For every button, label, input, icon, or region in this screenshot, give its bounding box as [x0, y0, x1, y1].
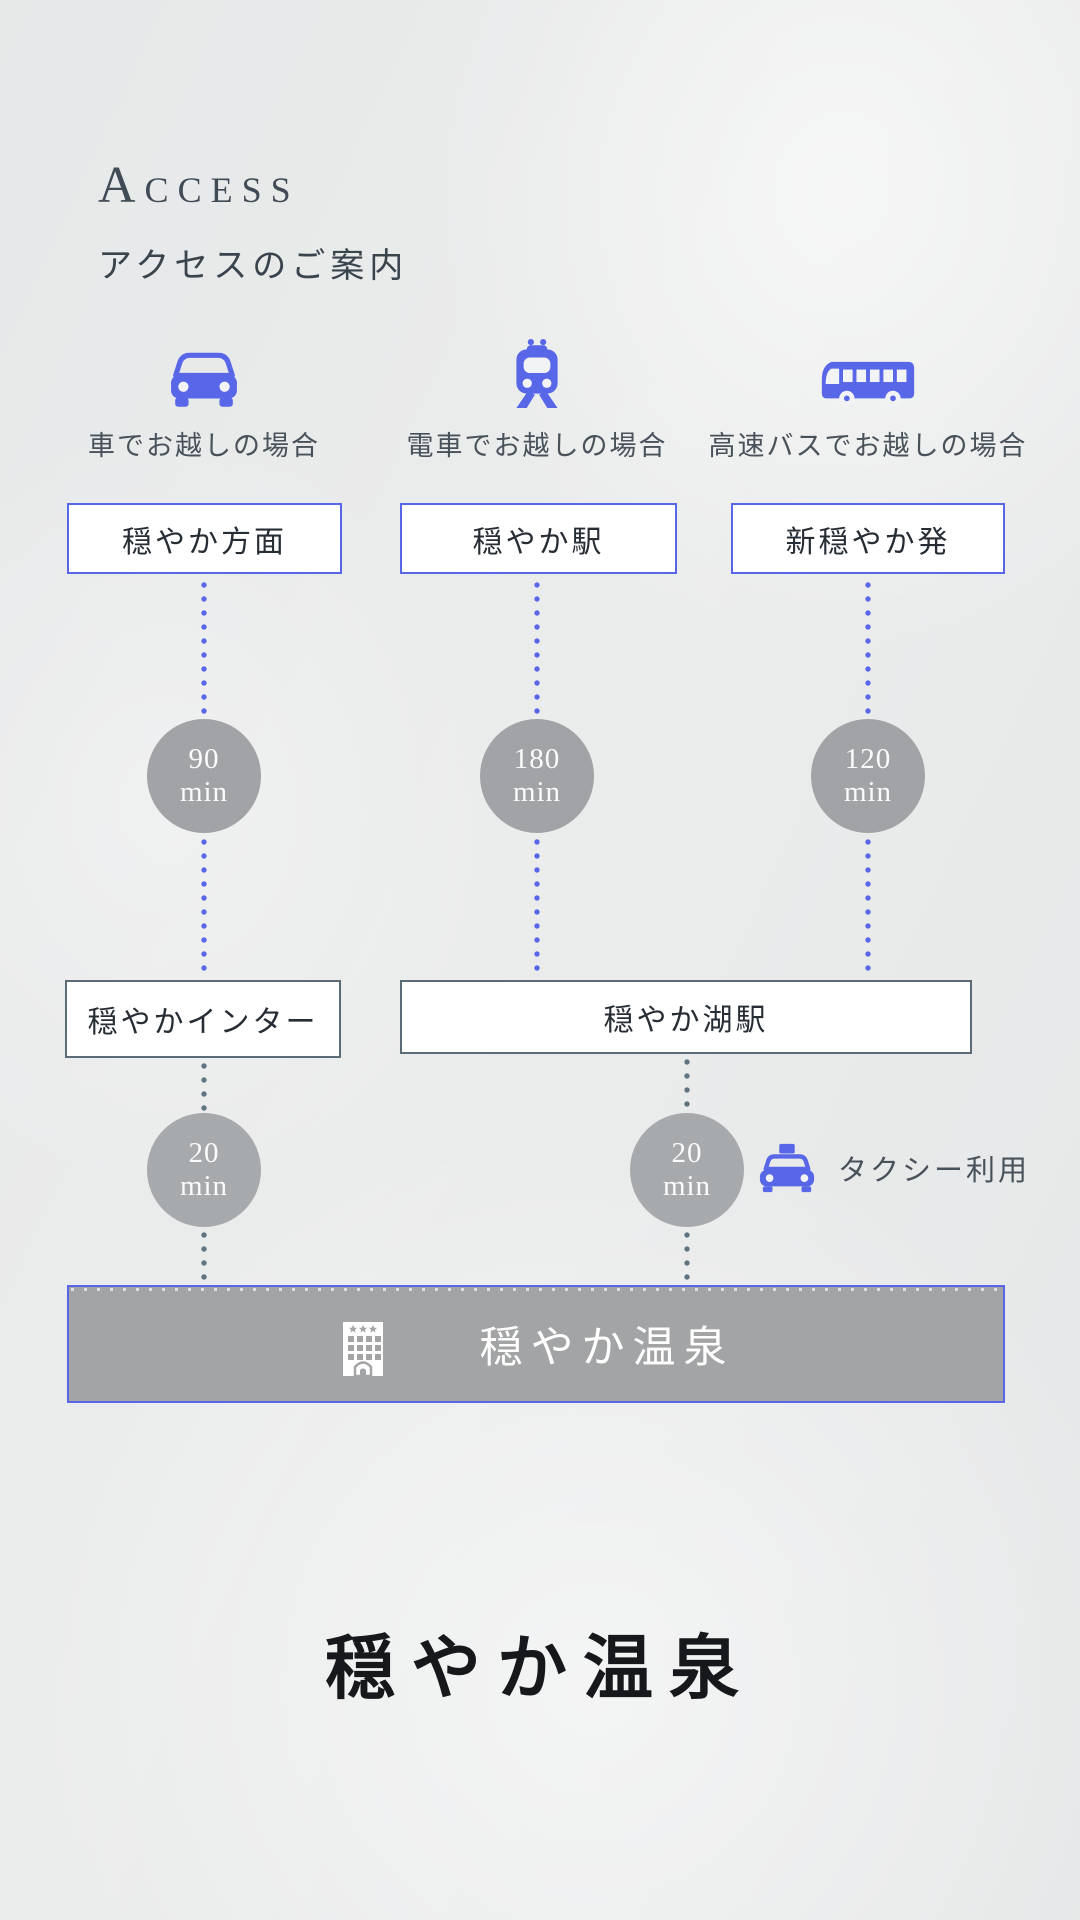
destination-bar: 穏やか温泉: [67, 1285, 1005, 1403]
transfer-label-lake-station: 穏やか湖駅: [603, 1004, 769, 1037]
route-line-left-3: [201, 1062, 207, 1112]
route-line-car-1: [201, 581, 207, 715]
duration-circle-right-final: 20 min: [630, 1113, 744, 1227]
duration-value: 20: [188, 1136, 220, 1169]
method-label-car: 車でお越しの場合: [88, 431, 320, 461]
duration-unit: min: [179, 1170, 229, 1202]
route-line-right-3: [684, 1058, 690, 1112]
duration-value: 180: [513, 742, 561, 775]
footer-logo: 穏やか温泉: [325, 1626, 755, 1709]
taxi-icon: [758, 1143, 816, 1193]
origin-label-car: 穏やか方面: [122, 525, 287, 559]
duration-value: 20: [671, 1136, 703, 1169]
route-line-left-4: [201, 1231, 207, 1283]
car-icon: [24, 330, 384, 408]
origin-box-train: 穏やか駅: [400, 503, 677, 574]
taxi-note-label: タクシー利用: [838, 1155, 1031, 1187]
origin-box-bus: 新穏やか発: [731, 503, 1005, 574]
duration-circle-bus: 120 min: [811, 719, 925, 833]
duration-circle-train: 180 min: [480, 719, 594, 833]
transfer-box-lake-station: 穏やか湖駅: [400, 980, 972, 1054]
duration-circle-car: 90 min: [147, 719, 261, 833]
destination-name: 穏やか温泉: [479, 1324, 735, 1372]
duration-unit: min: [512, 776, 562, 808]
page-subtitle: アクセスのご案内: [98, 248, 409, 285]
duration-unit: min: [662, 1170, 712, 1202]
origin-box-car: 穏やか方面: [67, 503, 342, 574]
hotel-icon: [338, 1312, 388, 1376]
method-label-train: 電車でお越しの場合: [406, 431, 668, 461]
duration-unit: min: [179, 776, 229, 808]
page-title: Access: [98, 157, 300, 214]
train-icon: [357, 330, 717, 408]
route-line-right-4: [684, 1231, 690, 1283]
method-car: 車でお越しの場合: [24, 330, 384, 463]
method-label-bus: 高速バスでお越しの場合: [708, 431, 1028, 461]
duration-value: 120: [844, 742, 892, 775]
taxi-note: タクシー利用: [758, 1138, 1030, 1198]
method-bus: 高速バスでお越しの場合: [688, 330, 1048, 463]
transfer-box-interchange: 穏やかインター: [65, 980, 341, 1058]
route-line-car-2: [201, 838, 207, 976]
duration-unit: min: [843, 776, 893, 808]
method-train: 電車でお越しの場合: [357, 330, 717, 463]
origin-label-train: 穏やか駅: [472, 525, 605, 559]
transfer-label-interchange: 穏やかインター: [87, 1006, 319, 1039]
duration-circle-left-final: 20 min: [147, 1113, 261, 1227]
duration-value: 90: [188, 742, 220, 775]
bus-icon: [688, 330, 1048, 408]
route-line-train-1: [534, 581, 540, 715]
route-line-bus-2: [865, 838, 871, 976]
route-line-train-2: [534, 838, 540, 976]
route-line-bus-1: [865, 581, 871, 715]
origin-label-bus: 新穏やか発: [785, 525, 951, 559]
